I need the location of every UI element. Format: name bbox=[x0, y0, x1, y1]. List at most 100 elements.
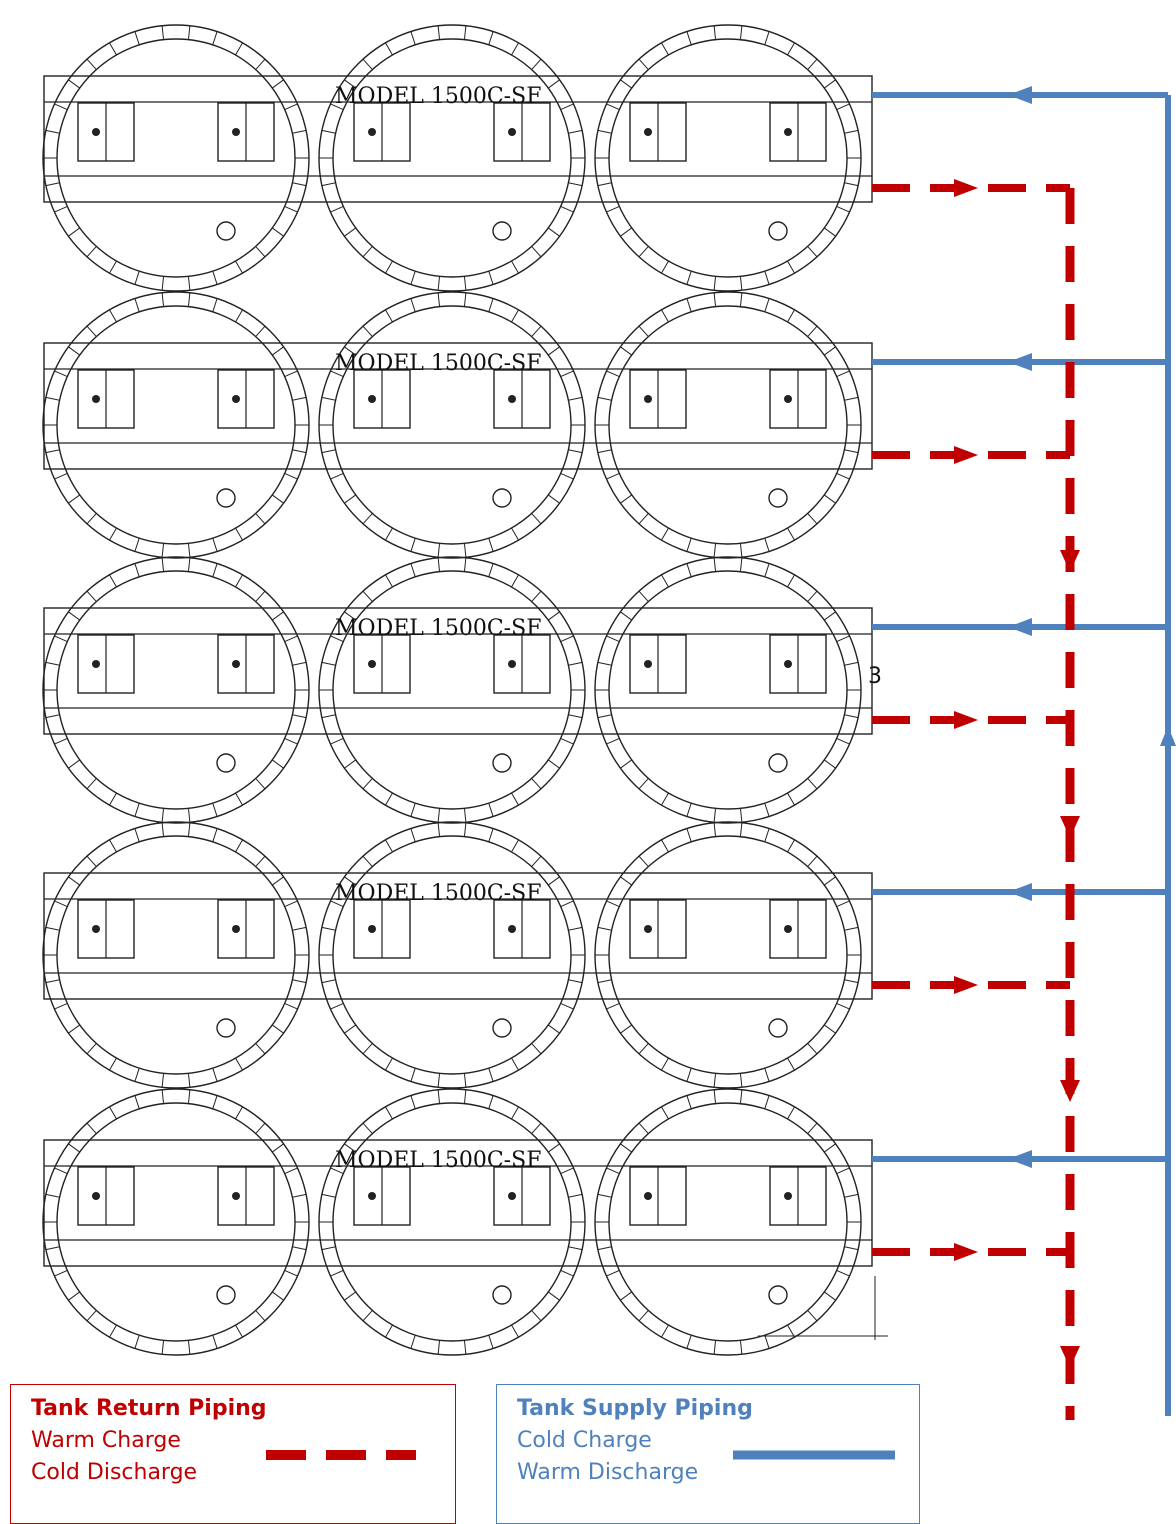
tank-ring-tick bbox=[437, 808, 441, 823]
tank-ring-tick bbox=[45, 1246, 60, 1251]
tank-ring-tick bbox=[437, 543, 441, 558]
tank-ring-tick bbox=[661, 1324, 669, 1338]
tank-ring-tick bbox=[531, 513, 542, 525]
tank-ring-tick bbox=[54, 472, 68, 480]
tank-ring-tick bbox=[661, 839, 669, 853]
tank-ring-tick bbox=[661, 574, 669, 588]
tank-inner-circle bbox=[56, 835, 296, 1075]
tank-ring-tick bbox=[45, 129, 60, 134]
tank-ring-tick bbox=[638, 58, 649, 70]
tank-ring-tick bbox=[437, 557, 441, 572]
tank-ring-tick bbox=[531, 58, 542, 70]
tank bbox=[42, 556, 310, 824]
tank-ring-tick bbox=[620, 494, 633, 504]
tank-ring-tick bbox=[54, 1167, 68, 1175]
tank-ring-tick bbox=[511, 839, 519, 853]
tank-ring-tick bbox=[807, 513, 818, 525]
tank-ring-tick bbox=[463, 276, 467, 291]
tank-ring-tick bbox=[638, 513, 649, 525]
tank-ring-tick bbox=[161, 1089, 165, 1104]
tank-ring-tick bbox=[844, 449, 859, 454]
tank-ring-tick bbox=[187, 557, 191, 572]
tank-ring-tick bbox=[764, 803, 770, 817]
tank-ring-tick bbox=[686, 563, 692, 577]
tank-ring-tick bbox=[764, 1095, 770, 1109]
tank-ring-tick bbox=[212, 31, 218, 45]
return-flow-arrow bbox=[1060, 550, 1080, 572]
tank-ring-tick bbox=[661, 527, 669, 541]
tank-ring-tick bbox=[844, 1246, 859, 1251]
tank-ring-tick bbox=[187, 1340, 191, 1355]
tank-ring-tick bbox=[134, 828, 140, 842]
tank-ring-tick bbox=[255, 513, 266, 525]
tank-ring-tick bbox=[86, 590, 97, 602]
tank-ring-tick bbox=[739, 1073, 743, 1088]
tank-ring-tick bbox=[187, 1089, 191, 1104]
tank-ring-tick bbox=[844, 661, 859, 666]
legend-supply-piping: Tank Supply Piping Cold Charge Warm Disc… bbox=[496, 1384, 920, 1524]
tank-valve-dot bbox=[232, 925, 240, 933]
tank-ring-tick bbox=[54, 103, 68, 111]
tank-ring-tick bbox=[560, 635, 574, 643]
tank-fitting bbox=[216, 1285, 236, 1305]
tank-ring-tick bbox=[68, 1143, 81, 1153]
tank-model-label: MODEL 1500C-SF bbox=[335, 351, 541, 376]
tank-ring-tick bbox=[284, 635, 298, 643]
tank bbox=[42, 24, 310, 292]
tank bbox=[42, 291, 310, 559]
tank-ring-tick bbox=[764, 828, 770, 842]
tank-valve-dot bbox=[368, 128, 376, 136]
return-branch-arrow bbox=[954, 179, 978, 197]
tank-ring-tick bbox=[292, 1246, 307, 1251]
tank-ring-tick bbox=[463, 25, 467, 40]
tank-outer-circle bbox=[594, 821, 862, 1089]
tank-ring-tick bbox=[235, 1057, 243, 1071]
tank-ring-tick bbox=[68, 611, 81, 621]
tank-ring-tick bbox=[560, 1002, 574, 1010]
tank-ring-tick bbox=[638, 778, 649, 790]
tank-ring-tick bbox=[362, 590, 373, 602]
tank-fitting bbox=[768, 753, 788, 773]
tank-ring-tick bbox=[844, 714, 859, 719]
tank-inner-circle bbox=[332, 305, 572, 545]
tank-ring-tick bbox=[437, 276, 441, 291]
tank-ring-tick bbox=[292, 979, 307, 984]
tank-valve-dot bbox=[232, 128, 240, 136]
tank-ring-tick bbox=[161, 1340, 165, 1355]
tank-ring-tick bbox=[597, 449, 612, 454]
tank-ring-tick bbox=[511, 309, 519, 323]
tank-ring-tick bbox=[54, 205, 68, 213]
tank-ring-tick bbox=[68, 227, 81, 237]
tank bbox=[594, 24, 862, 292]
tank-ring-tick bbox=[823, 1143, 836, 1153]
tank-ring-tick bbox=[109, 792, 117, 806]
legend-supply-line2: Warm Discharge bbox=[517, 1460, 699, 1485]
tank-ring-tick bbox=[321, 449, 336, 454]
tank-ring-tick bbox=[68, 346, 81, 356]
tank-ring-tick bbox=[488, 31, 494, 45]
tank-ring-tick bbox=[568, 926, 583, 931]
tank-ring-tick bbox=[488, 803, 494, 817]
tank-ring-tick bbox=[597, 714, 612, 719]
tank-ring-tick bbox=[321, 1246, 336, 1251]
supply-branch-arrow bbox=[1008, 883, 1032, 901]
tank-ring-tick bbox=[134, 31, 140, 45]
tank-ring-tick bbox=[823, 1024, 836, 1034]
return-flow-arrow bbox=[1060, 1346, 1080, 1368]
tank-valve-dot bbox=[232, 660, 240, 668]
tank-ring-tick bbox=[68, 79, 81, 89]
tank-ring-tick bbox=[109, 1324, 117, 1338]
tank-ring-tick bbox=[235, 527, 243, 541]
tank-ring-tick bbox=[764, 298, 770, 312]
tank-skid-frame bbox=[43, 607, 873, 735]
tank-ring-tick bbox=[547, 79, 560, 89]
tank-ring-tick bbox=[292, 661, 307, 666]
legend-return-line2: Cold Discharge bbox=[31, 1460, 198, 1485]
tank-ring-tick bbox=[531, 1043, 542, 1055]
tank-ring-tick bbox=[284, 1167, 298, 1175]
tank-valve-dot bbox=[232, 395, 240, 403]
tank-ring-tick bbox=[511, 574, 519, 588]
tank-ring-tick bbox=[187, 276, 191, 291]
tank-outer-circle bbox=[42, 821, 310, 1089]
